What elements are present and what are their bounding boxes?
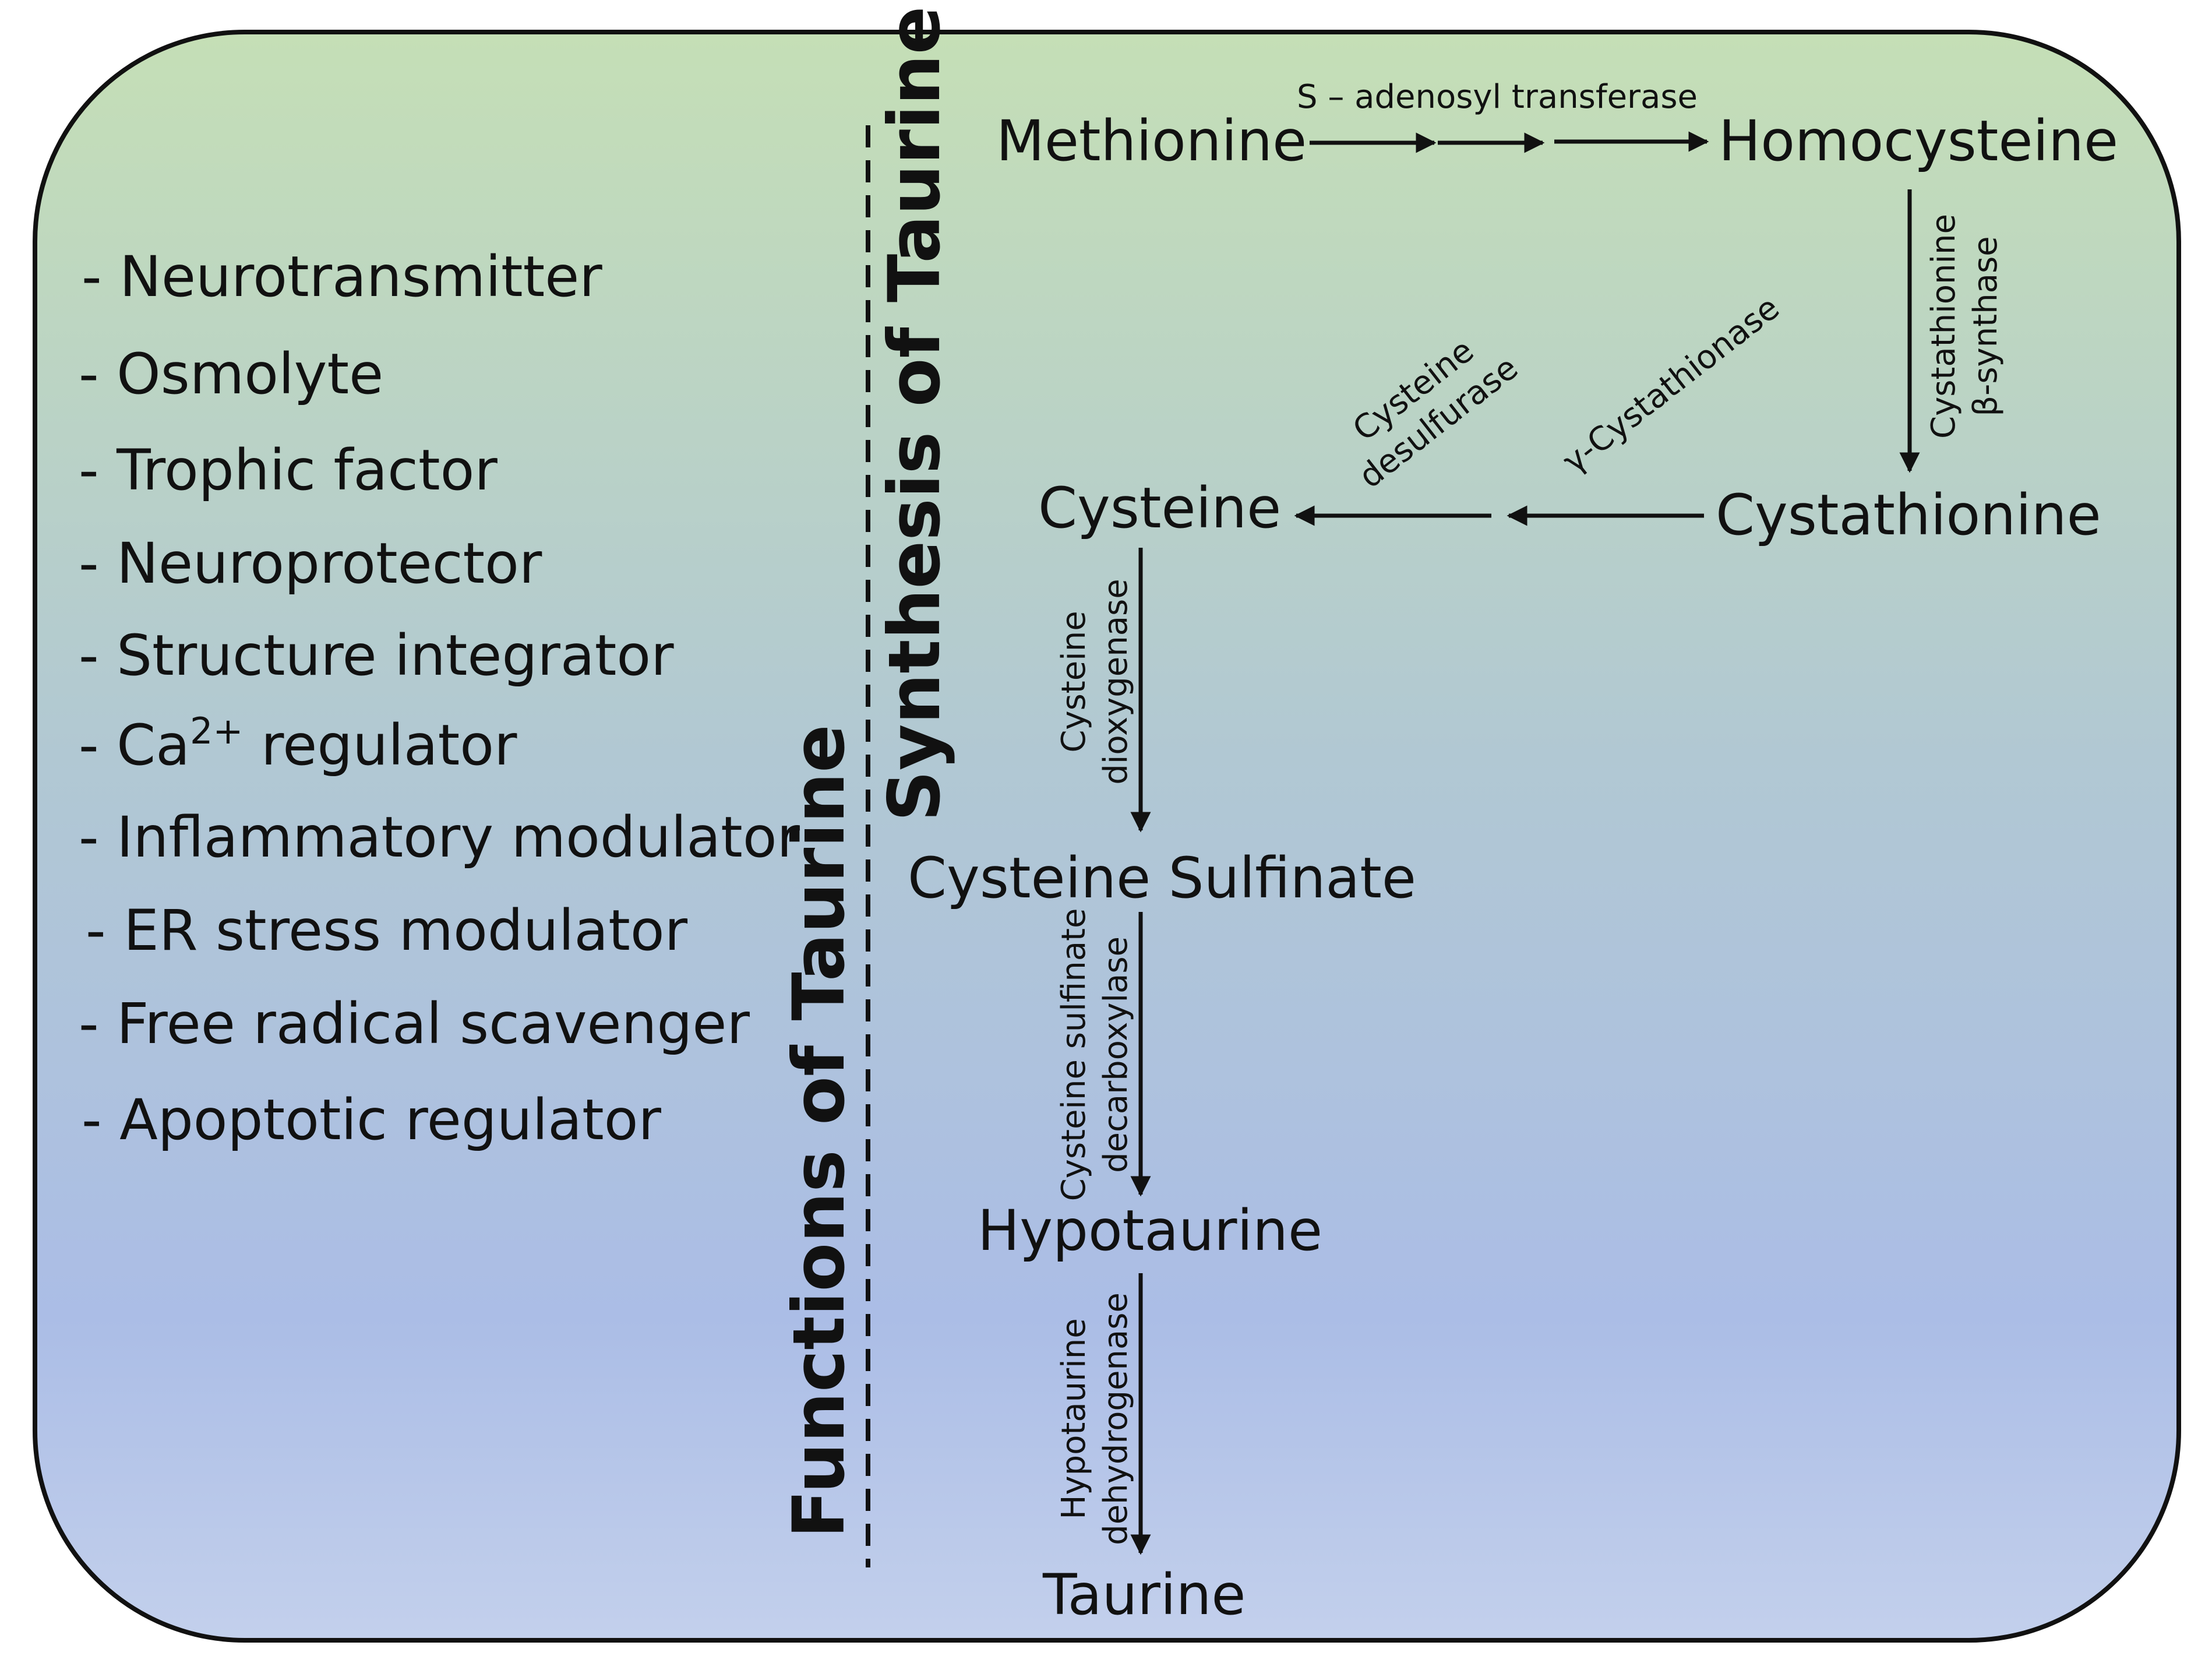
enzyme-cysteine-dioxygenase: Cysteine dioxygenase (1055, 579, 1135, 784)
node-hypotaurine: Hypotaurine (978, 1198, 1322, 1263)
node-cystathionine: Cystathionine (1716, 482, 2101, 548)
functions-title: Functions of Taurine (778, 724, 860, 1538)
function-item: - Osmolyte (79, 341, 383, 407)
diagram-panel (33, 30, 2181, 1643)
node-taurine: Taurine (1042, 1562, 1246, 1627)
enzyme-label-line: β-synthase (1967, 236, 2005, 416)
node-cysteine-sulfinate: Cysteine Sulfinate (908, 845, 1416, 911)
function-item: - Neurotransmitter (82, 244, 602, 309)
enzyme-label-line: dehydrogenase (1097, 1292, 1135, 1545)
function-item-ca: - Ca2+ regulator (79, 710, 517, 778)
metabolite-nodes: Methionine Homocysteine Cystathionine Cy… (908, 108, 2118, 1627)
ca-prefix: - Ca (79, 713, 190, 778)
function-item: - Free radical scavenger (79, 991, 750, 1056)
enzyme-label-line: dioxygenase (1097, 579, 1135, 784)
enzyme-cystathionine-beta-synthase: Cystathionine β-synthase (1925, 214, 2005, 439)
enzyme-label-line: decarboxylase (1097, 936, 1135, 1173)
enzyme-label-line: Cystathionine (1925, 214, 1963, 439)
node-methionine: Methionine (996, 108, 1307, 174)
enzyme-label-line: Cysteine (1055, 611, 1093, 752)
functions-list: - Neurotransmitter - Osmolyte - Trophic … (79, 244, 800, 1153)
function-item: - ER stress modulator (86, 898, 688, 963)
function-item: - Structure integrator (79, 623, 674, 688)
enzyme-s-adenosyl-transferase: S – adenosyl transferase (1297, 78, 1698, 116)
ca-superscript: 2+ (190, 710, 243, 752)
enzyme-label-line: Cysteine sulfinate (1055, 908, 1093, 1202)
enzyme-hypotaurine-dehydrogenase: Hypotaurine dehydrogenase (1055, 1292, 1135, 1545)
pathway-arrows (1130, 131, 1920, 1555)
function-item: - Neuroprotector (79, 531, 542, 596)
ca-suffix: regulator (243, 713, 517, 778)
function-item: - Inflammatory modulator (79, 805, 800, 870)
enzyme-cysteine-sulfinate-decarboxylase: Cysteine sulfinate decarboxylase (1055, 908, 1135, 1202)
node-cysteine: Cysteine (1038, 475, 1281, 541)
synthesis-title: Synthesis of Taurine (873, 6, 956, 822)
enzyme-label-line: Hypotaurine (1055, 1318, 1093, 1519)
function-item: - Apoptotic regulator (82, 1087, 662, 1153)
function-item: - Trophic factor (79, 438, 498, 503)
node-homocysteine: Homocysteine (1719, 108, 2118, 174)
